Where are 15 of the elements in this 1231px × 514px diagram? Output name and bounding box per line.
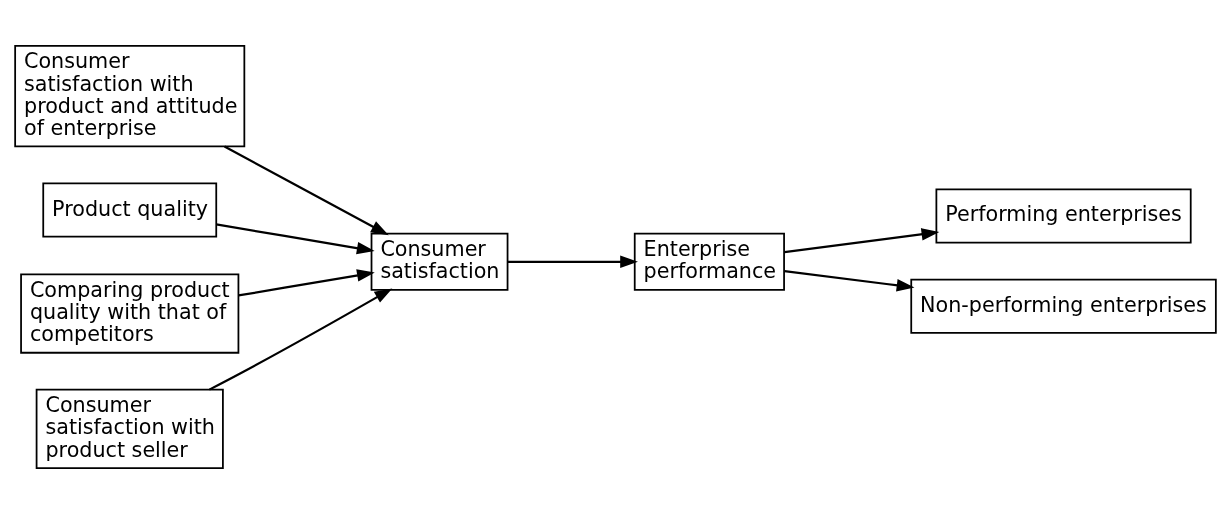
node-box: Non-performing enterprises	[910, 278, 1217, 334]
node-box: Consumer satisfaction	[370, 232, 509, 291]
node-box: Performing enterprises	[935, 188, 1192, 244]
arrow	[224, 145, 389, 236]
arrow	[208, 288, 393, 391]
arrow	[216, 223, 375, 255]
arrow	[784, 270, 915, 292]
node-box: Comparing product quality with that of competitors	[20, 273, 240, 354]
arrow	[507, 255, 638, 269]
arrow	[238, 269, 375, 297]
arrow	[784, 228, 940, 254]
node-box: Product quality	[42, 182, 218, 238]
node-box: Consumer satisfaction with product and attitude of enterprise	[14, 45, 246, 148]
node-box: Consumer satisfaction with product seller	[35, 388, 224, 469]
node-box: Enterprise performance	[633, 232, 785, 291]
